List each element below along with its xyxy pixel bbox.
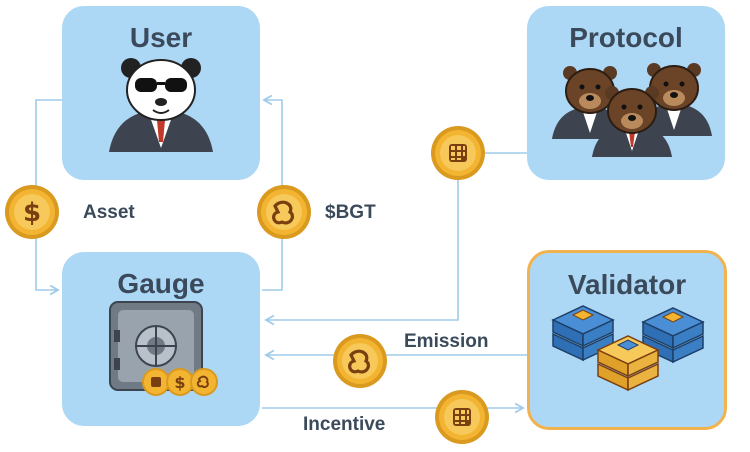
protocol-connector <box>264 152 527 326</box>
user-title: User <box>129 22 193 53</box>
asset-label: Asset <box>83 202 135 223</box>
incentive-coin-icon <box>435 390 489 444</box>
emission-coin-icon <box>333 334 387 388</box>
bgt-label: $BGT <box>325 202 376 223</box>
safe-icon: $ <box>109 301 218 396</box>
gauge-title: Gauge <box>117 268 205 299</box>
validator-title: Validator <box>567 269 687 300</box>
dollar-coin-icon: $ <box>5 185 59 239</box>
incentive-label: Incentive <box>303 414 386 435</box>
svg-text:$: $ <box>174 373 185 392</box>
protocol-title: Protocol <box>569 22 683 53</box>
svg-text:$: $ <box>23 198 41 228</box>
emission-label: Emission <box>404 331 489 352</box>
bgt-coin-icon <box>257 185 311 239</box>
bears-icon <box>552 63 712 157</box>
panda-icon <box>109 58 213 152</box>
protocol-token-coin-icon <box>431 126 485 180</box>
server-stack-icon <box>551 305 705 392</box>
